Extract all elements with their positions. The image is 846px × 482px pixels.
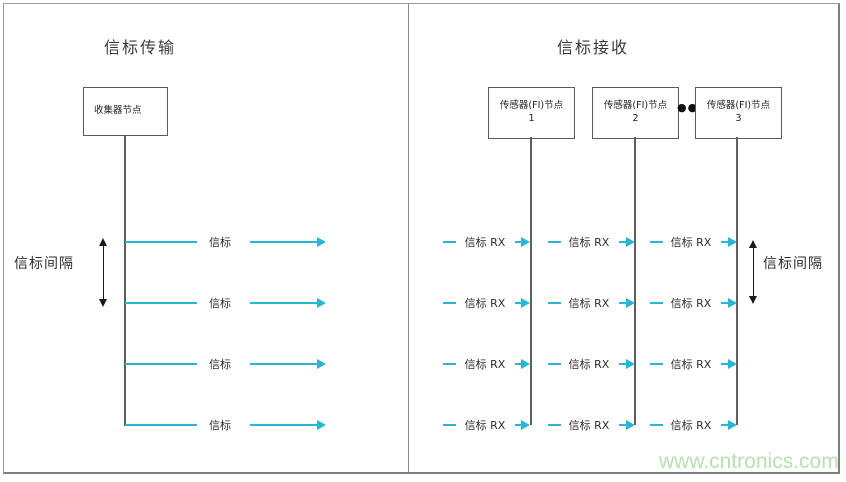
panel-divider xyxy=(408,3,409,472)
sensor-node-box-1: 传感器(FI)节点 1 xyxy=(488,87,575,139)
beacon-rx-label: 信标 RX xyxy=(568,419,610,432)
arrow-right-icon xyxy=(317,420,326,430)
beacon-line xyxy=(125,363,197,365)
right-interval-label: 信标间隔 xyxy=(763,256,823,272)
beacon-dash xyxy=(548,241,561,243)
arrow-right-icon xyxy=(521,237,530,247)
sensor-node-box-3: 传感器(FI)节点 3 xyxy=(695,87,782,139)
left-interval-label: 信标间隔 xyxy=(14,256,74,272)
beacon-line xyxy=(515,363,522,365)
beacon-dash xyxy=(443,424,456,426)
arrow-right-icon xyxy=(728,298,737,308)
arrow-right-icon xyxy=(626,298,635,308)
arrow-right-icon xyxy=(728,420,737,430)
beacon-line xyxy=(721,241,728,243)
arrow-right-icon xyxy=(521,359,530,369)
beacon-label: 信标 xyxy=(209,419,231,432)
arrow-right-icon xyxy=(521,420,530,430)
ellipsis-dots-icon: ●● xyxy=(677,101,699,114)
sensor-node-name: 传感器(FI)节点 xyxy=(603,100,668,112)
beacon-dash xyxy=(443,241,456,243)
beacon-dash xyxy=(650,363,663,365)
arrow-right-icon xyxy=(626,420,635,430)
interval-double-arrow-icon xyxy=(749,240,758,304)
beacon-rx-label: 信标 RX xyxy=(464,419,506,432)
beacon-label: 信标 xyxy=(209,297,231,310)
arrow-right-icon xyxy=(728,359,737,369)
arrow-up-icon xyxy=(749,240,757,248)
beacon-rx-label: 信标 RX xyxy=(670,236,712,249)
sensor-node-number: 2 xyxy=(632,113,639,124)
beacon-line xyxy=(125,241,197,243)
arrow-right-icon xyxy=(626,237,635,247)
beacon-dash xyxy=(548,363,561,365)
beacon-rx-label: 信标 RX xyxy=(464,358,506,371)
sensor-node-name: 传感器(FI)节点 xyxy=(499,100,564,112)
beacon-rx-label: 信标 RX xyxy=(670,419,712,432)
arrow-right-icon xyxy=(626,359,635,369)
sensor-node-number: 1 xyxy=(528,113,535,124)
beacon-line xyxy=(250,424,317,426)
beacon-line xyxy=(250,302,317,304)
arrow-up-icon xyxy=(99,238,107,246)
beacon-rx-label: 信标 RX xyxy=(670,297,712,310)
beacon-dash xyxy=(548,424,561,426)
beacon-label: 信标 xyxy=(209,358,231,371)
beacon-dash xyxy=(443,363,456,365)
beacon-label: 信标 xyxy=(209,236,231,249)
beacon-line xyxy=(721,363,728,365)
interval-double-arrow-icon xyxy=(99,238,108,307)
arrow-right-icon xyxy=(521,298,530,308)
left-panel-title: 信标传输 xyxy=(103,38,176,57)
beacon-dash xyxy=(548,302,561,304)
beacon-line xyxy=(721,424,728,426)
collector-timeline-line xyxy=(124,136,126,426)
sensor1-timeline-line xyxy=(530,137,532,425)
beacon-line xyxy=(619,424,626,426)
arrow-right-icon xyxy=(317,237,326,247)
beacon-line xyxy=(721,302,728,304)
outer-frame xyxy=(3,3,840,474)
beacon-line xyxy=(250,363,317,365)
beacon-rx-label: 信标 RX xyxy=(568,297,610,310)
beacon-line xyxy=(515,302,522,304)
right-panel-title: 信标接收 xyxy=(556,38,629,57)
watermark: www.cntronics.com xyxy=(659,450,839,473)
beacon-dash xyxy=(650,241,663,243)
beacon-line xyxy=(619,241,626,243)
sensor-node-number: 3 xyxy=(735,113,742,124)
beacon-rx-label: 信标 RX xyxy=(464,297,506,310)
beacon-rx-label: 信标 RX xyxy=(568,358,610,371)
beacon-dash xyxy=(650,424,663,426)
sensor-node-box-2: 传感器(FI)节点 2 xyxy=(592,87,679,139)
sensor3-timeline-line xyxy=(736,137,738,425)
arrow-right-icon xyxy=(317,359,326,369)
arrow-down-icon xyxy=(749,296,757,304)
beacon-line xyxy=(250,241,317,243)
beacon-line xyxy=(125,302,197,304)
beacon-line xyxy=(515,241,522,243)
collector-node-label: 收集器节点 xyxy=(94,105,142,117)
beacon-dash xyxy=(443,302,456,304)
arrow-down-icon xyxy=(99,299,107,307)
beacon-dash xyxy=(650,302,663,304)
arrow-right-icon xyxy=(728,237,737,247)
beacon-rx-label: 信标 RX xyxy=(670,358,712,371)
beacon-line xyxy=(515,424,522,426)
sensor-node-name: 传感器(FI)节点 xyxy=(706,100,771,112)
beacon-line xyxy=(619,363,626,365)
collector-node-box: 收集器节点 xyxy=(83,87,168,136)
beacon-line xyxy=(125,424,197,426)
arrow-right-icon xyxy=(317,298,326,308)
beacon-rx-label: 信标 RX xyxy=(568,236,610,249)
sensor2-timeline-line xyxy=(634,137,636,425)
beacon-rx-label: 信标 RX xyxy=(464,236,506,249)
beacon-line xyxy=(619,302,626,304)
